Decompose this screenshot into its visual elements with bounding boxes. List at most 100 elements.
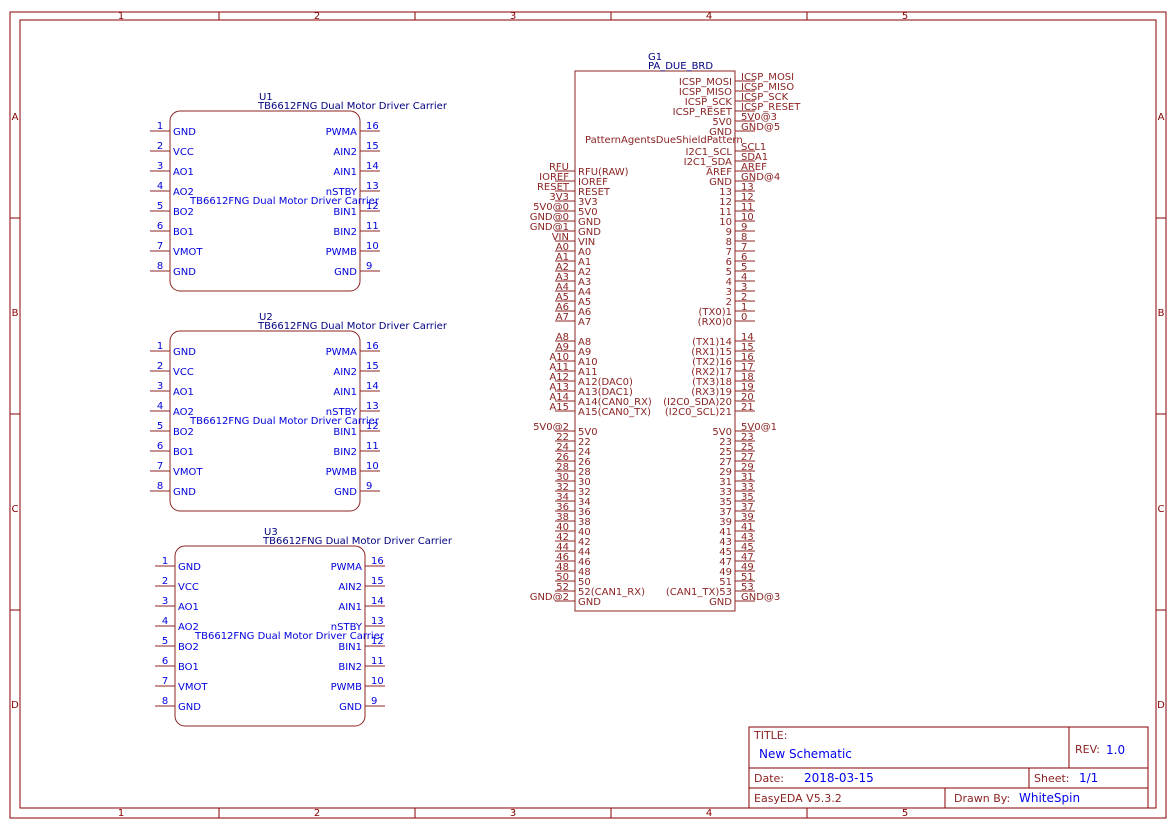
pin-number: 11: [366, 441, 379, 452]
pin-label: 7: [726, 247, 732, 258]
pin-label: 5: [726, 267, 732, 278]
component-name: TB6612FNG Dual Motor Driver Carrier: [257, 321, 448, 332]
pin-label: VMOT: [173, 247, 203, 258]
pin-label: BIN2: [333, 227, 357, 238]
pin-number: 4: [162, 616, 168, 627]
pin-number: 5: [162, 636, 168, 647]
column-label-top: 1: [118, 11, 124, 22]
pin-label: 25: [719, 447, 732, 458]
sheet-label: Sheet:: [1034, 772, 1070, 785]
pin-label: 42: [578, 537, 591, 548]
component-name: TB6612FNG Dual Motor Driver Carrier: [262, 536, 453, 547]
net-label: 21: [741, 402, 754, 413]
pin-number: 15: [371, 576, 384, 587]
net-label: 15: [741, 342, 754, 353]
net-label: VIN: [552, 232, 569, 243]
component-center-text: PatternAgentsDueShieldPattern: [585, 135, 743, 146]
column-label-bottom: 5: [902, 808, 908, 819]
pin-label: 46: [578, 557, 591, 568]
board-g1: G1PA_DUE_BRDPatternAgentsDueShieldPatter…: [530, 52, 801, 612]
pin-label: A7: [578, 317, 591, 328]
pin-number: 1: [162, 556, 168, 567]
net-label: A12: [549, 372, 569, 383]
net-label: 1: [741, 302, 747, 313]
pin-label: IOREF: [578, 177, 608, 188]
pin-label: AO1: [173, 387, 194, 398]
pin-label: GND: [173, 127, 196, 138]
net-label: ICSP_MISO: [741, 82, 794, 93]
pin-number: 11: [371, 656, 384, 667]
column-label-bottom: 4: [706, 808, 712, 819]
pin-label: A1: [578, 257, 591, 268]
pin-label: AO2: [173, 407, 194, 418]
pin-label: VMOT: [178, 682, 208, 693]
pin-label: BIN1: [338, 642, 362, 653]
pin-number: 16: [371, 556, 384, 567]
title-label: TITLE:: [753, 729, 787, 742]
pin-number: 10: [366, 461, 379, 472]
component-body: [169, 330, 361, 512]
pin-label: BO2: [178, 642, 199, 653]
pin-label: 40: [578, 527, 591, 538]
pin-label: RFU(RAW): [578, 167, 629, 178]
pin-label: VMOT: [173, 467, 203, 478]
pin-label: GND: [173, 347, 196, 358]
pin-number: 13: [366, 181, 379, 192]
net-label: 22: [556, 432, 569, 443]
pin-number: 3: [157, 381, 163, 392]
pin-label: (TX1)14: [692, 337, 732, 348]
pin-label: 32: [578, 487, 591, 498]
pin-label: 5V0: [578, 427, 598, 438]
date-label: Date:: [754, 772, 784, 785]
component-ref: G1: [648, 52, 662, 63]
net-label: 53: [741, 582, 754, 593]
net-label: ICSP_MOSI: [741, 72, 794, 83]
pin-label: A15(CAN0_TX): [578, 407, 651, 418]
pin-number: 12: [371, 636, 384, 647]
pin-label: ICSP_RESET: [673, 107, 733, 118]
pin-label: PWMA: [326, 347, 358, 358]
pin-label: AO1: [173, 167, 194, 178]
pin-label: PWMB: [326, 247, 358, 258]
pin-number: 8: [162, 696, 168, 707]
net-label: A9: [556, 342, 569, 353]
net-label: 19: [741, 382, 754, 393]
pin-label: 34: [578, 497, 591, 508]
pin-label: 9: [726, 227, 732, 238]
net-label: GND@3: [741, 592, 780, 603]
net-label: 48: [556, 562, 569, 573]
pin-label: 31: [719, 477, 732, 488]
pin-label: ICSP_SCK: [685, 97, 733, 108]
pin-label: 36: [578, 507, 591, 518]
pin-label: (RX0)0: [698, 317, 732, 328]
net-label: 17: [741, 362, 754, 373]
pin-label: (TX3)18: [692, 377, 732, 388]
pin-number: 9: [366, 261, 372, 272]
row-label-left: A: [12, 112, 19, 123]
pin-label: 5V0: [578, 207, 598, 218]
net-label: RESET: [537, 182, 570, 193]
pin-label: AREF: [706, 167, 732, 178]
net-label: ICSP_SCK: [741, 92, 789, 103]
pin-number: 3: [157, 161, 163, 172]
row-label-right: A: [1158, 112, 1165, 123]
net-label: 4: [741, 272, 747, 283]
pin-label: 30: [578, 477, 591, 488]
pin-label: AIN2: [333, 147, 357, 158]
pin-label: ICSP_MOSI: [679, 77, 732, 88]
pin-label: A6: [578, 307, 591, 318]
pin-label: A4: [578, 287, 591, 298]
pin-label: 52(CAN1_RX): [578, 587, 645, 598]
pin-label: BIN2: [338, 662, 362, 673]
net-label: 30: [556, 472, 569, 483]
pin-number: 2: [162, 576, 168, 587]
component-ref: U2: [259, 312, 273, 323]
pin-label: I2C1_SCL: [685, 147, 732, 158]
net-label: A14: [549, 392, 569, 403]
pin-label: A5: [578, 297, 591, 308]
net-label: 9: [741, 222, 747, 233]
component-ref: U1: [259, 92, 273, 103]
